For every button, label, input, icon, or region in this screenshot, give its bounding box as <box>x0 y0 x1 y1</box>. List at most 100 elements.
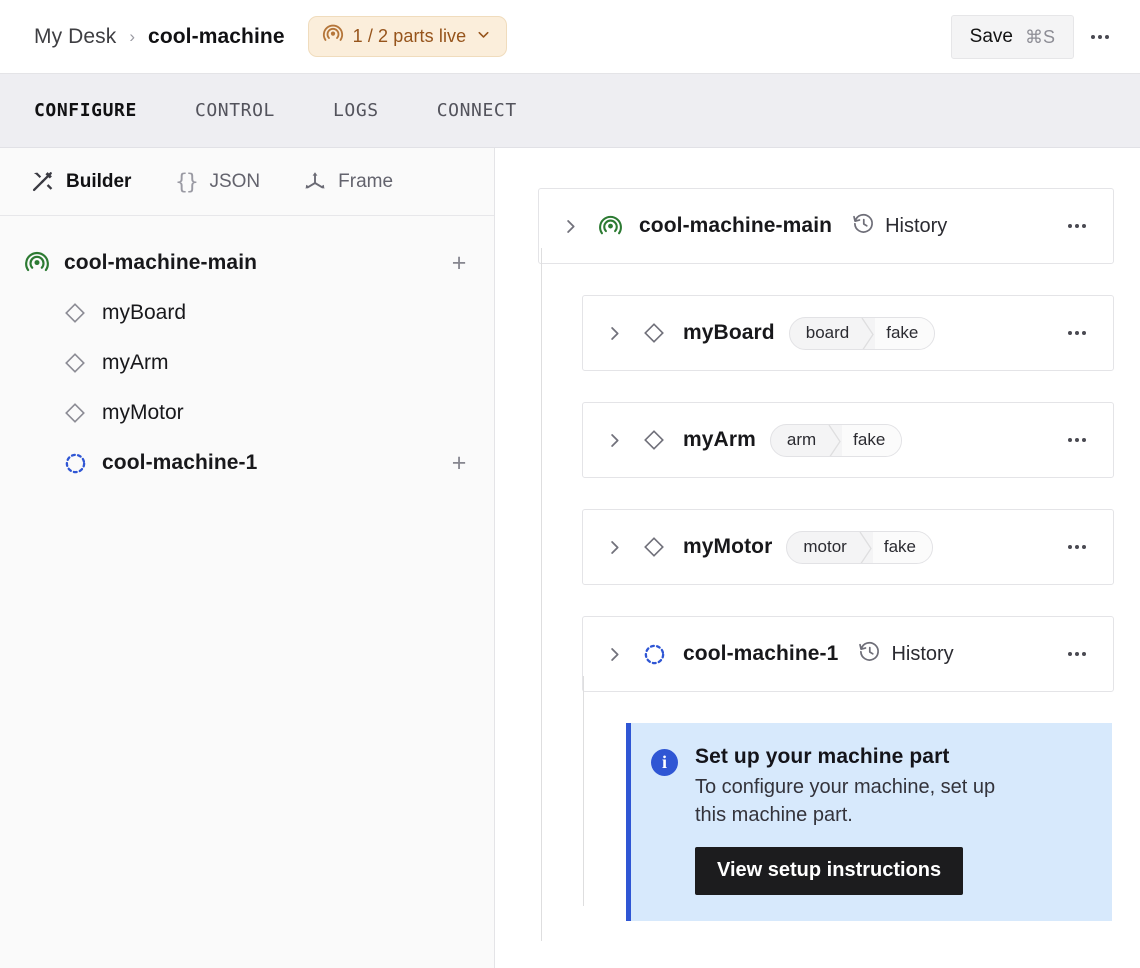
more-options-icon[interactable] <box>1059 636 1095 672</box>
dot <box>1075 438 1079 442</box>
dot <box>1098 35 1102 39</box>
radar-icon <box>22 248 52 278</box>
tab-logs[interactable]: LOGS <box>333 100 407 121</box>
diamond-icon <box>60 348 90 378</box>
add-part-button[interactable]: + <box>446 450 472 476</box>
card-title: cool-machine-1 <box>683 642 838 666</box>
subnav-label-json: JSON <box>209 171 260 193</box>
component-model: fake <box>875 318 934 349</box>
chevron-right-icon[interactable] <box>601 320 627 346</box>
chevron-right-icon[interactable] <box>557 213 583 239</box>
tree-item-myboard[interactable]: myBoard <box>0 288 494 338</box>
subnav-label-frame: Frame <box>338 171 393 193</box>
chevron-right-icon[interactable] <box>601 427 627 453</box>
component-type: arm <box>771 425 829 456</box>
card-myboard[interactable]: myBoard board fake <box>582 295 1114 371</box>
top-bar: My Desk › cool-machine 1 / 2 parts live … <box>0 0 1140 74</box>
tab-configure[interactable]: CONFIGURE <box>34 100 165 121</box>
tab-control[interactable]: CONTROL <box>195 100 303 121</box>
breadcrumb-separator-icon: › <box>129 28 135 45</box>
tree-item-label: myBoard <box>102 301 186 325</box>
dot <box>1105 35 1109 39</box>
subnav-item-builder[interactable]: Builder <box>30 169 131 194</box>
more-options-icon[interactable] <box>1059 529 1095 565</box>
tools-icon <box>30 169 55 194</box>
save-button-label: Save <box>970 26 1013 48</box>
info-icon: i <box>651 749 678 776</box>
component-model: fake <box>842 425 901 456</box>
card-title: cool-machine-main <box>639 214 832 238</box>
more-options-icon[interactable] <box>1059 208 1095 244</box>
tree-item-label: cool-machine-main <box>64 251 257 275</box>
chevron-down-icon <box>475 26 492 48</box>
subnav-label-builder: Builder <box>66 171 131 193</box>
card-cool-machine-1[interactable]: cool-machine-1 History <box>582 616 1114 692</box>
tree-item-label: myMotor <box>102 401 184 425</box>
dot <box>1068 438 1072 442</box>
main-tab-bar: CONFIGURE CONTROL LOGS CONNECT <box>0 74 1140 148</box>
dot <box>1068 652 1072 656</box>
dot <box>1082 545 1086 549</box>
card-myarm[interactable]: myArm arm fake <box>582 402 1114 478</box>
tree-item-label: cool-machine-1 <box>102 451 257 475</box>
history-button[interactable]: History <box>858 640 953 669</box>
tab-connect[interactable]: CONNECT <box>437 100 545 121</box>
machine-tree: cool-machine-main + myBoard myArm <box>0 216 494 488</box>
dot <box>1091 35 1095 39</box>
setup-callout: i Set up your machine part To configure … <box>626 723 1112 921</box>
dot <box>1075 545 1079 549</box>
breadcrumb-current: cool-machine <box>148 25 285 49</box>
save-button[interactable]: Save ⌘S <box>951 15 1074 59</box>
component-type-badge: arm fake <box>770 424 902 457</box>
component-type-badge: board fake <box>789 317 936 350</box>
radar-icon <box>322 23 344 50</box>
history-label: History <box>891 643 953 666</box>
callout-text: To configure your machine, set up this m… <box>695 773 1025 830</box>
breadcrumb-root-link[interactable]: My Desk <box>34 25 116 49</box>
card-title: myMotor <box>683 535 772 559</box>
diamond-icon <box>639 425 669 455</box>
dot <box>1068 331 1072 335</box>
config-canvas: cool-machine-main History <box>495 148 1140 968</box>
component-model: fake <box>873 532 932 563</box>
badge-divider-icon <box>829 425 842 456</box>
history-button[interactable]: History <box>852 212 947 241</box>
diamond-icon <box>60 298 90 328</box>
callout-body: Set up your machine part To configure yo… <box>695 745 1088 895</box>
dot <box>1075 652 1079 656</box>
tree-item-myarm[interactable]: myArm <box>0 338 494 388</box>
diamond-icon <box>639 318 669 348</box>
parts-live-dropdown[interactable]: 1 / 2 parts live <box>308 16 508 57</box>
card-title: myArm <box>683 428 756 452</box>
dashed-circle-icon <box>639 639 669 669</box>
history-icon <box>858 640 881 669</box>
tree-item-label: myArm <box>102 351 169 375</box>
subnav-item-json[interactable]: {​} JSON <box>173 169 260 194</box>
sidebar: Builder {​} JSON Frame <box>0 148 495 968</box>
more-options-icon[interactable] <box>1080 17 1120 57</box>
add-part-button[interactable]: + <box>446 250 472 276</box>
card-list: cool-machine-main History <box>495 148 1140 921</box>
more-options-icon[interactable] <box>1059 422 1095 458</box>
tree-item-mymotor[interactable]: myMotor <box>0 388 494 438</box>
tree-connector-line <box>541 248 542 941</box>
dashed-circle-icon <box>60 448 90 478</box>
card-mymotor[interactable]: myMotor motor fake <box>582 509 1114 585</box>
view-setup-instructions-button[interactable]: View setup instructions <box>695 847 963 895</box>
card-cool-machine-main[interactable]: cool-machine-main History <box>538 188 1114 264</box>
tree-connector-line-nested <box>583 676 584 906</box>
dot <box>1082 652 1086 656</box>
braces-icon: {​} <box>173 169 198 194</box>
tree-item-cool-machine-1[interactable]: cool-machine-1 + <box>0 438 494 488</box>
dot <box>1082 224 1086 228</box>
dot <box>1082 438 1086 442</box>
subnav-item-frame[interactable]: Frame <box>302 169 393 194</box>
dot <box>1068 545 1072 549</box>
tree-item-cool-machine-main[interactable]: cool-machine-main + <box>0 238 494 288</box>
chevron-right-icon[interactable] <box>601 534 627 560</box>
body: Builder {​} JSON Frame <box>0 148 1140 968</box>
chevron-right-icon[interactable] <box>601 641 627 667</box>
more-options-icon[interactable] <box>1059 315 1095 351</box>
component-type: board <box>790 318 862 349</box>
parts-live-label: 1 / 2 parts live <box>353 26 467 47</box>
